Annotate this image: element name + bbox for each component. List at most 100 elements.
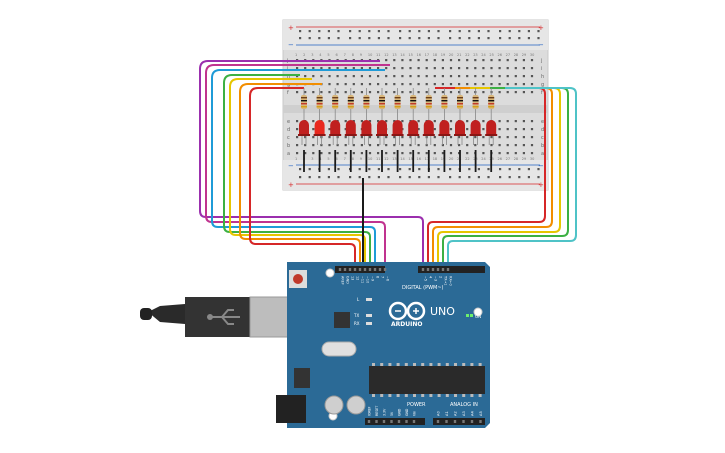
breadboard-hole xyxy=(344,144,347,147)
led[interactable] xyxy=(408,120,419,135)
led[interactable] xyxy=(330,120,341,135)
led[interactable] xyxy=(361,120,372,135)
chip-pin xyxy=(462,394,466,397)
breadboard-hole xyxy=(522,75,525,78)
breadboard-hole xyxy=(328,67,331,70)
column-number: 5 xyxy=(327,157,329,161)
resistor-body xyxy=(363,95,370,109)
header-pin[interactable] xyxy=(426,268,430,271)
breadboard-hole xyxy=(441,83,444,86)
breadboard-hole xyxy=(312,144,315,147)
rail-hole xyxy=(487,168,490,171)
header-pin[interactable] xyxy=(383,268,387,271)
led[interactable] xyxy=(392,120,403,135)
column-number: 12 xyxy=(384,157,388,161)
led[interactable] xyxy=(345,120,356,135)
breadboard-hole xyxy=(296,120,299,123)
bottom-plus-symbol: + xyxy=(288,181,294,189)
led[interactable] xyxy=(470,120,481,135)
header-pin[interactable] xyxy=(367,420,371,423)
resistor-body xyxy=(394,95,401,109)
column-number: 13 xyxy=(392,53,396,57)
header-pin[interactable] xyxy=(353,268,357,271)
header-pin[interactable] xyxy=(375,420,378,423)
digital-pin-label: ~10 xyxy=(366,276,370,283)
led[interactable] xyxy=(377,120,387,135)
breadboard-hole xyxy=(530,83,534,86)
breadboard-hole xyxy=(344,91,347,94)
breadboard-hole xyxy=(506,75,509,78)
header-pin[interactable] xyxy=(436,420,440,423)
breadboard-hole xyxy=(385,120,388,123)
on-led xyxy=(466,314,469,317)
column-number: 17 xyxy=(425,157,429,161)
breadboard-hole xyxy=(393,83,396,86)
header-pin[interactable] xyxy=(378,268,382,271)
led-label-rx: RX xyxy=(354,321,360,326)
row-letter: j xyxy=(540,58,542,64)
breadboard-hole xyxy=(296,136,299,139)
header-pin[interactable] xyxy=(343,268,347,271)
breadboard-hole xyxy=(466,67,469,70)
header-pin[interactable] xyxy=(421,268,425,271)
header-pin[interactable] xyxy=(358,268,362,271)
header-pin[interactable] xyxy=(431,268,435,271)
header-pin[interactable] xyxy=(368,268,372,271)
breadboard-hole xyxy=(393,91,396,94)
breadboard-hole xyxy=(328,120,331,123)
rail-hole xyxy=(387,176,390,179)
breadboard-hole xyxy=(401,152,404,155)
breadboard-hole xyxy=(474,75,477,78)
breadboard-hole xyxy=(482,91,485,94)
header-pin[interactable] xyxy=(373,268,377,271)
analog-label: ANALOG IN xyxy=(450,402,478,408)
header-pin[interactable] xyxy=(470,420,474,423)
resistor-band xyxy=(441,106,448,108)
arduino-uno-board[interactable]: ARDUINO UNO DIGITAL (PWM~) POWER ANALOG … xyxy=(140,262,490,428)
breadboard-hole xyxy=(466,120,469,123)
led[interactable] xyxy=(455,120,465,135)
breadboard-hole xyxy=(433,59,436,62)
led[interactable] xyxy=(423,120,434,135)
header-pin[interactable] xyxy=(382,420,386,423)
rail-hole xyxy=(408,176,411,179)
breadboard-hole xyxy=(425,83,428,86)
led[interactable] xyxy=(314,120,325,135)
led[interactable] xyxy=(299,120,309,135)
usb-cable-plug xyxy=(148,304,185,324)
rail-hole xyxy=(318,176,321,179)
rail-hole xyxy=(518,176,521,179)
header-pin[interactable] xyxy=(441,268,445,271)
header-pin[interactable] xyxy=(453,420,457,423)
header-pin[interactable] xyxy=(338,268,342,271)
header-pin[interactable] xyxy=(405,420,408,423)
breadboard-hole xyxy=(360,152,363,155)
header-pin[interactable] xyxy=(412,420,416,423)
breadboard-hole xyxy=(482,67,485,70)
led[interactable] xyxy=(486,120,497,135)
header-pin[interactable] xyxy=(363,268,367,271)
bottom-minus-symbol-right: − xyxy=(538,162,544,170)
breadboard-hole xyxy=(312,152,315,155)
chip-pin xyxy=(380,363,384,366)
header-pin[interactable] xyxy=(479,420,482,423)
column-number: 23 xyxy=(473,53,477,57)
resistor-band xyxy=(457,97,463,99)
row-letter: f xyxy=(541,90,543,96)
led-rx xyxy=(366,322,372,325)
chip-pin xyxy=(429,363,433,366)
power-label: POWER xyxy=(407,402,426,408)
header-pin[interactable] xyxy=(445,420,448,423)
header-pin[interactable] xyxy=(348,268,352,271)
breadboard-hole xyxy=(385,75,388,78)
led[interactable] xyxy=(439,120,450,135)
header-pin[interactable] xyxy=(462,420,465,423)
header-pin[interactable] xyxy=(436,268,440,271)
reset-button[interactable] xyxy=(293,274,303,284)
column-number: 26 xyxy=(498,53,502,57)
header-pin[interactable] xyxy=(446,268,450,271)
jumper-wire xyxy=(211,69,385,268)
header-pin[interactable] xyxy=(397,420,401,423)
header-pin[interactable] xyxy=(390,420,393,423)
rail-hole xyxy=(377,30,380,33)
